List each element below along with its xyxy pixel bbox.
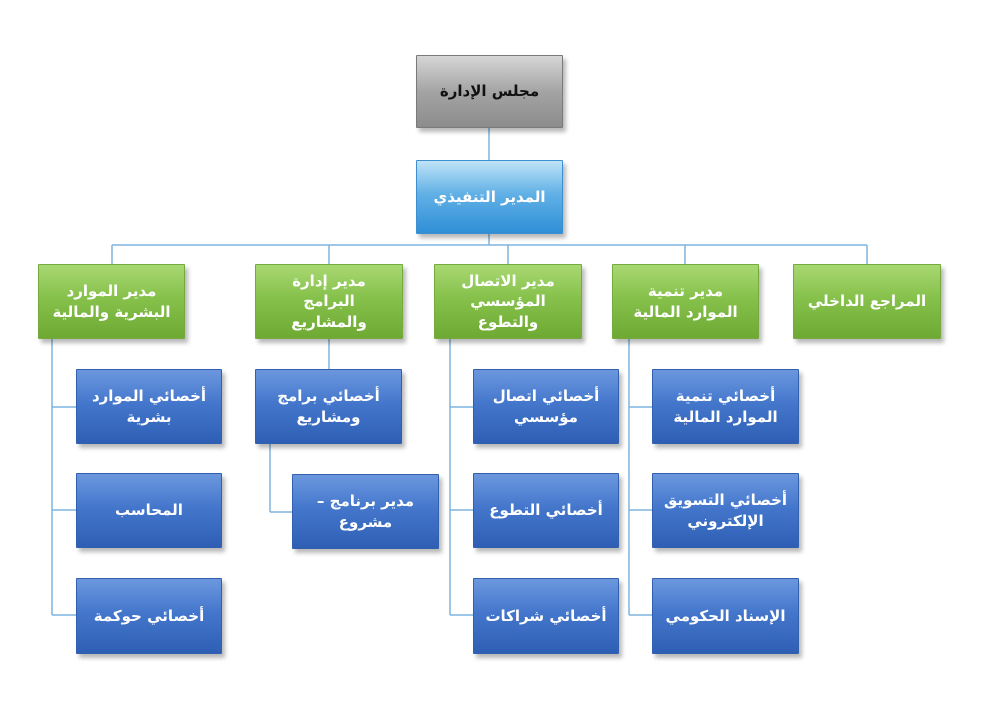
staff-programs-specialist-label: أخصائي برامج ومشاريع — [277, 387, 380, 426]
dept-communication-box: مدير الاتصال المؤسسي والتطوع — [434, 264, 582, 339]
staff-e-marketing-label: أخصائي التسويق الإلكتروني — [663, 491, 788, 530]
staff-volunteering-box: أخصائي التطوع — [473, 473, 619, 548]
ceo-box: المدير التنفيذي — [416, 160, 563, 234]
staff-government-support-label: الإسناد الحكومي — [665, 606, 786, 625]
dept-resource-development-label: مدير تنمية الموارد المالية — [633, 282, 738, 321]
board-label: مجلس الإدارة — [439, 82, 540, 101]
staff-e-marketing-box: أخصائي التسويق الإلكتروني — [652, 473, 799, 548]
dept-communication-label: مدير الاتصال المؤسسي والتطوع — [461, 272, 555, 331]
staff-accountant-box: المحاسب — [76, 473, 222, 548]
dept-programs-box: مدير إدارة البرامج والمشاريع — [255, 264, 403, 339]
staff-corporate-communication-label: أخصائي اتصال مؤسسي — [492, 387, 600, 426]
staff-program-manager-label: مدير برنامج – مشروع — [316, 492, 415, 531]
staff-governance-label: أخصائي حوكمة — [93, 606, 205, 625]
staff-corporate-communication-box: أخصائي اتصال مؤسسي — [473, 369, 619, 444]
staff-hr-specialist-label: أخصائي الموارد بشرية — [91, 387, 207, 426]
staff-partnerships-label: أخصائي شراكات — [485, 606, 607, 625]
staff-government-support-box: الإسناد الحكومي — [652, 578, 799, 654]
staff-volunteering-label: أخصائي التطوع — [489, 501, 603, 520]
staff-program-manager-box: مدير برنامج – مشروع — [292, 474, 439, 549]
dept-internal-audit-label: المراجع الداخلي — [807, 292, 927, 311]
dept-hr-finance-label: مدير الموارد البشرية والمالية — [52, 282, 171, 321]
staff-hr-specialist-box: أخصائي الموارد بشرية — [76, 369, 222, 444]
dept-resource-development-box: مدير تنمية الموارد المالية — [612, 264, 759, 339]
board-box: مجلس الإدارة — [416, 55, 563, 128]
dept-programs-label: مدير إدارة البرامج والمشاريع — [291, 272, 367, 331]
staff-programs-specialist-box: أخصائي برامج ومشاريع — [255, 369, 402, 444]
dept-internal-audit-box: المراجع الداخلي — [793, 264, 941, 339]
staff-partnerships-box: أخصائي شراكات — [473, 578, 619, 654]
staff-governance-box: أخصائي حوكمة — [76, 578, 222, 654]
ceo-label: المدير التنفيذي — [433, 187, 546, 206]
staff-financial-resources-box: أخصائي تنمية الموارد المالية — [652, 369, 799, 444]
staff-financial-resources-label: أخصائي تنمية الموارد المالية — [673, 387, 778, 426]
staff-accountant-label: المحاسب — [115, 501, 183, 520]
dept-hr-finance-box: مدير الموارد البشرية والمالية — [38, 264, 185, 339]
